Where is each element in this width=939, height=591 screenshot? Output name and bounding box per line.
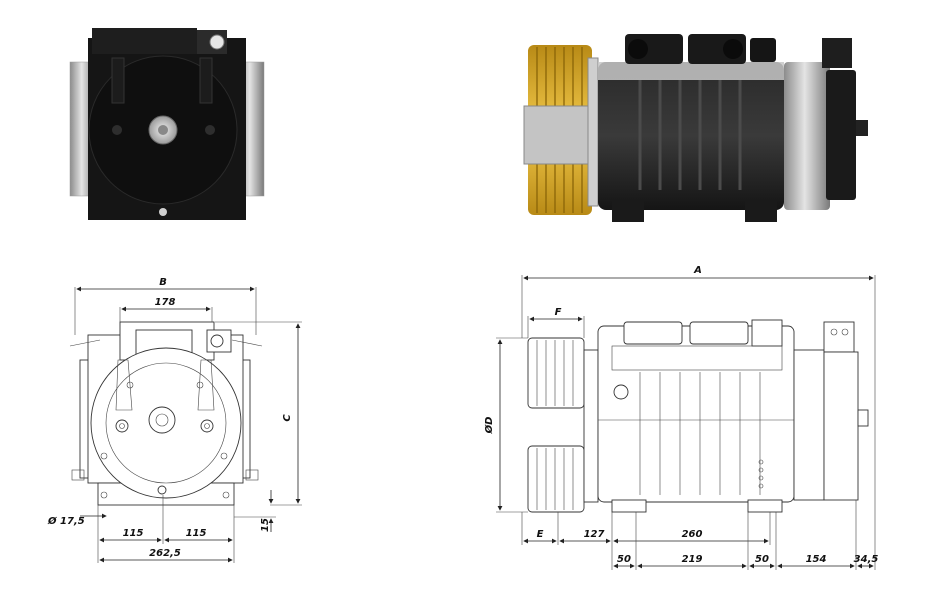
dim-262-label: 262,5 xyxy=(149,548,181,559)
dim-127-label: 127 xyxy=(584,529,605,540)
photo-front-view xyxy=(69,28,265,220)
dim-E-label: E xyxy=(537,529,544,540)
side-outline xyxy=(527,319,869,513)
photo-side-view xyxy=(523,34,868,222)
dim-15-label: 15 xyxy=(260,518,271,532)
drawing-front-view: B 178 C 15 Ø 17,5 xyxy=(47,277,302,563)
dim-219-label: 219 xyxy=(682,554,703,565)
dimension-15: 15 xyxy=(234,490,276,532)
dim-178-label: 178 xyxy=(155,297,176,308)
dim-C-label: C xyxy=(282,414,293,422)
dimension-C: C xyxy=(215,321,302,506)
dimension-262-5: 262,5 xyxy=(99,548,233,563)
dimension-A: A xyxy=(521,265,876,410)
dim-A-label: A xyxy=(693,265,702,276)
dim-34-label: 34,5 xyxy=(854,554,879,565)
dim-hole-label: Ø 17,5 xyxy=(47,515,85,527)
dim-D-label: ØD xyxy=(483,417,495,435)
dim-B-label: B xyxy=(159,277,167,288)
dimension-E-127-260: E 127 260 xyxy=(521,512,771,545)
dimension-178: 178 xyxy=(119,297,213,322)
dim-260-label: 260 xyxy=(682,529,703,540)
dimension-F: F xyxy=(527,307,585,338)
dimension-D: ØD xyxy=(483,337,528,513)
dimension-115-pair: 115 115 xyxy=(97,495,235,563)
dim-154-label: 154 xyxy=(806,554,827,565)
drawing-side-view: A F ØD E 127 260 xyxy=(483,265,878,570)
dimension-B: B xyxy=(74,277,257,335)
dimension-bottom-chain: 50 219 50 154 34,5 xyxy=(611,410,879,570)
dimension-hole: Ø 17,5 xyxy=(47,513,107,527)
dim-115a-label: 115 xyxy=(123,528,144,539)
dim-50b-label: 50 xyxy=(755,554,769,565)
traction-sheave-photo xyxy=(523,45,597,215)
dim-115b-label: 115 xyxy=(186,528,207,539)
front-outline xyxy=(69,321,263,506)
dim-50a-label: 50 xyxy=(617,554,631,565)
dim-F-label: F xyxy=(555,307,562,318)
